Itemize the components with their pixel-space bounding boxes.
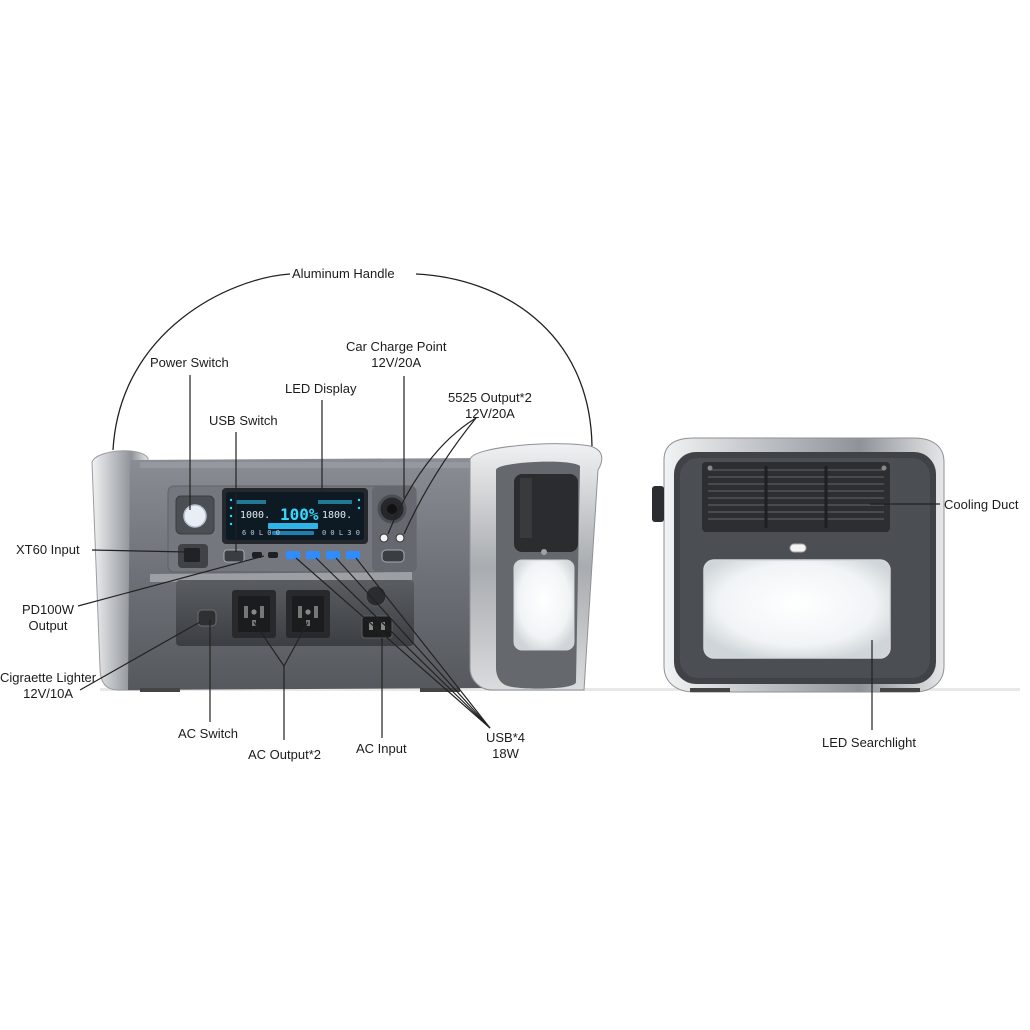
led-searchlight [703, 559, 891, 659]
label-power-switch: Power Switch [150, 355, 229, 370]
label-cooling-duct: Cooling Duct [944, 497, 1019, 512]
usb-a-port [326, 551, 340, 559]
label-car-charge-line2: 12V/20A [371, 355, 422, 370]
label-usb4-line1: USB*4 [486, 730, 526, 745]
xt60-port [184, 548, 200, 562]
side-light [513, 559, 575, 651]
label-car-charge-line1: Car Charge Point [346, 339, 447, 354]
svg-text:6 0 L 0 0: 6 0 L 0 0 [242, 529, 280, 537]
usb-a-port [286, 551, 300, 559]
dc5525-port [379, 533, 389, 543]
label-xt60-input: XT60 Input [16, 542, 80, 557]
svg-text:0 0 L 3 0: 0 0 L 3 0 [322, 529, 360, 537]
label-ac-output: AC Output*2 [248, 747, 321, 762]
dc5525-port [395, 533, 405, 543]
label-usb4: USB*4 18W [486, 730, 525, 762]
power-switch-button [183, 504, 207, 528]
label-cig-line1: Cigraette Lighter [0, 670, 97, 685]
label-pd100w-output: PD100W Output [22, 602, 74, 634]
label-pd100w-line2: Output [28, 618, 68, 633]
usb-a-port [306, 551, 320, 559]
label-ac-input: AC Input [356, 741, 407, 756]
label-led-display: LED Display [285, 381, 357, 396]
usb-switch-button [223, 549, 245, 563]
label-cigarette-lighter: Cigraette Lighter 12V/10A [0, 670, 96, 702]
ac-input-socket [361, 615, 393, 639]
label-5525-output: 5525 Output*2 12V/20A [448, 390, 532, 422]
label-ac-switch: AC Switch [178, 726, 238, 741]
handle-arc [112, 273, 291, 451]
label-usb4-line2: 18W [492, 746, 519, 761]
ac-outlet [232, 590, 276, 638]
label-5525-line1: 5525 Output*2 [448, 390, 532, 405]
label-cig-line2: 12V/10A [23, 686, 73, 701]
ac-outlet [286, 590, 330, 638]
lcd-percent: 100% [280, 505, 319, 524]
label-pd100w-line1: PD100W [22, 602, 75, 617]
label-car-charge-point: Car Charge Point 12V/20A [346, 339, 446, 371]
label-5525-line2: 12V/20A [464, 406, 515, 421]
lcd-input-value: 1000. [240, 510, 270, 521]
label-led-searchlight: LED Searchlight [822, 735, 916, 750]
usb-a-port [346, 551, 360, 559]
lcd-output-value: 1800. [322, 510, 352, 521]
label-usb-switch: USB Switch [209, 413, 278, 428]
label-aluminum-handle: Aluminum Handle [292, 266, 395, 281]
